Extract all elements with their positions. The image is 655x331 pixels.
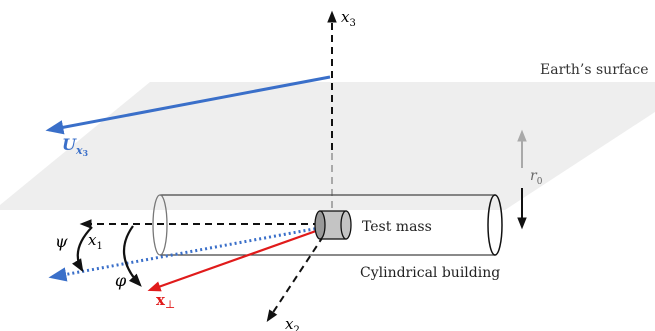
- test-mass-label: Test mass: [362, 219, 432, 235]
- phi-angle-arc: [122, 225, 142, 287]
- x-perp-vector: [147, 224, 331, 292]
- phi-label: φ: [115, 271, 127, 290]
- x2-axis: [266, 225, 331, 323]
- building-front-lines: [160, 194, 495, 256]
- earth-surface-plane: [0, 82, 655, 210]
- psi-label: ψ: [55, 232, 68, 251]
- x2-axis-label: x2: [285, 315, 300, 331]
- u-x3-label: Ux3: [62, 135, 89, 158]
- u-x3-vector: [45, 75, 331, 135]
- x1-axis-label: x1: [88, 231, 103, 252]
- cylindrical-building: [152, 194, 503, 256]
- building-left-end: [152, 194, 168, 256]
- x-perp-label: x⊥: [156, 291, 175, 311]
- x3-axis-label: x3: [341, 8, 356, 29]
- building-label: Cylindrical building: [360, 265, 500, 281]
- u-projection-vector: [48, 224, 331, 282]
- r0-label: r0: [530, 168, 543, 187]
- building-right-end: [487, 194, 503, 256]
- earth-surface-label: Earth’s surface: [540, 62, 649, 78]
- test-mass: [314, 210, 352, 240]
- psi-angle-arc: [72, 226, 93, 273]
